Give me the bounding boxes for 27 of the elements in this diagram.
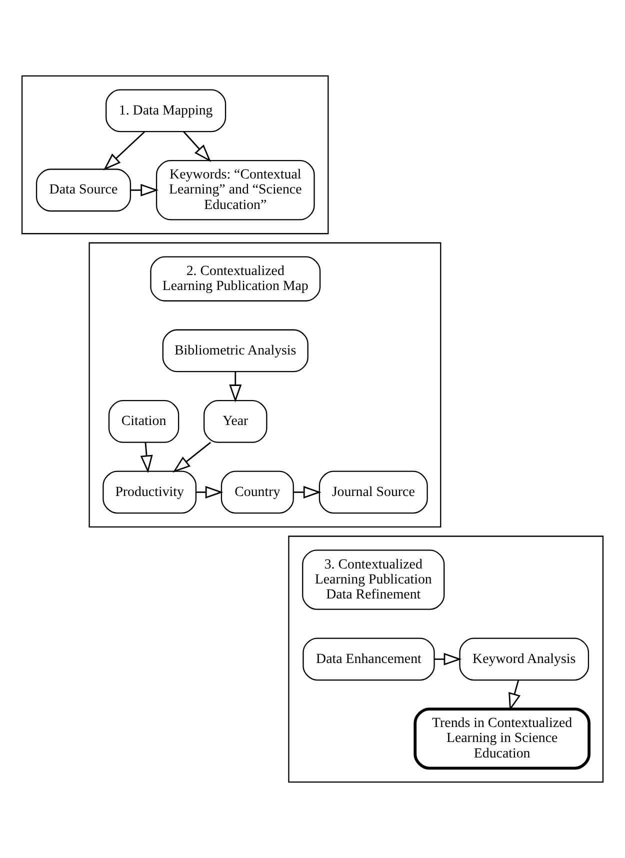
cluster [288,536,604,783]
arrow [172,442,211,473]
node-box: Keywords: “Contextual Learning” and “Science Education” [156,160,315,220]
node-box: Citation [108,400,180,443]
arrow [140,442,153,474]
node-box: Journal Source [318,470,428,514]
cluster [21,75,329,234]
node-box: Trends in Contextualized Learning in Science Education [414,708,590,770]
arrow [103,131,146,170]
node-box: Year [204,400,268,443]
node-box: 1. Data Mapping [106,89,226,132]
node-box: Country [220,470,294,514]
node-box: Data Source [36,168,132,212]
node-box: 2. Contextualized Learning Publication Map [150,256,321,302]
node-box: 3. Contextualized Learning Publication Data Refinement [302,550,445,610]
node-box: Productivity [102,470,197,514]
node-box: Bibliometric Analysis [162,329,308,372]
arrow [130,184,159,196]
arrow [434,652,462,666]
arrow [508,680,521,711]
arrow [196,486,224,498]
node-box: Data Enhancement [302,638,435,681]
cluster [88,242,442,528]
arrow [229,372,242,402]
node-box: Keyword Analysis [459,638,590,681]
arrow [183,131,212,162]
arrow [294,486,322,498]
